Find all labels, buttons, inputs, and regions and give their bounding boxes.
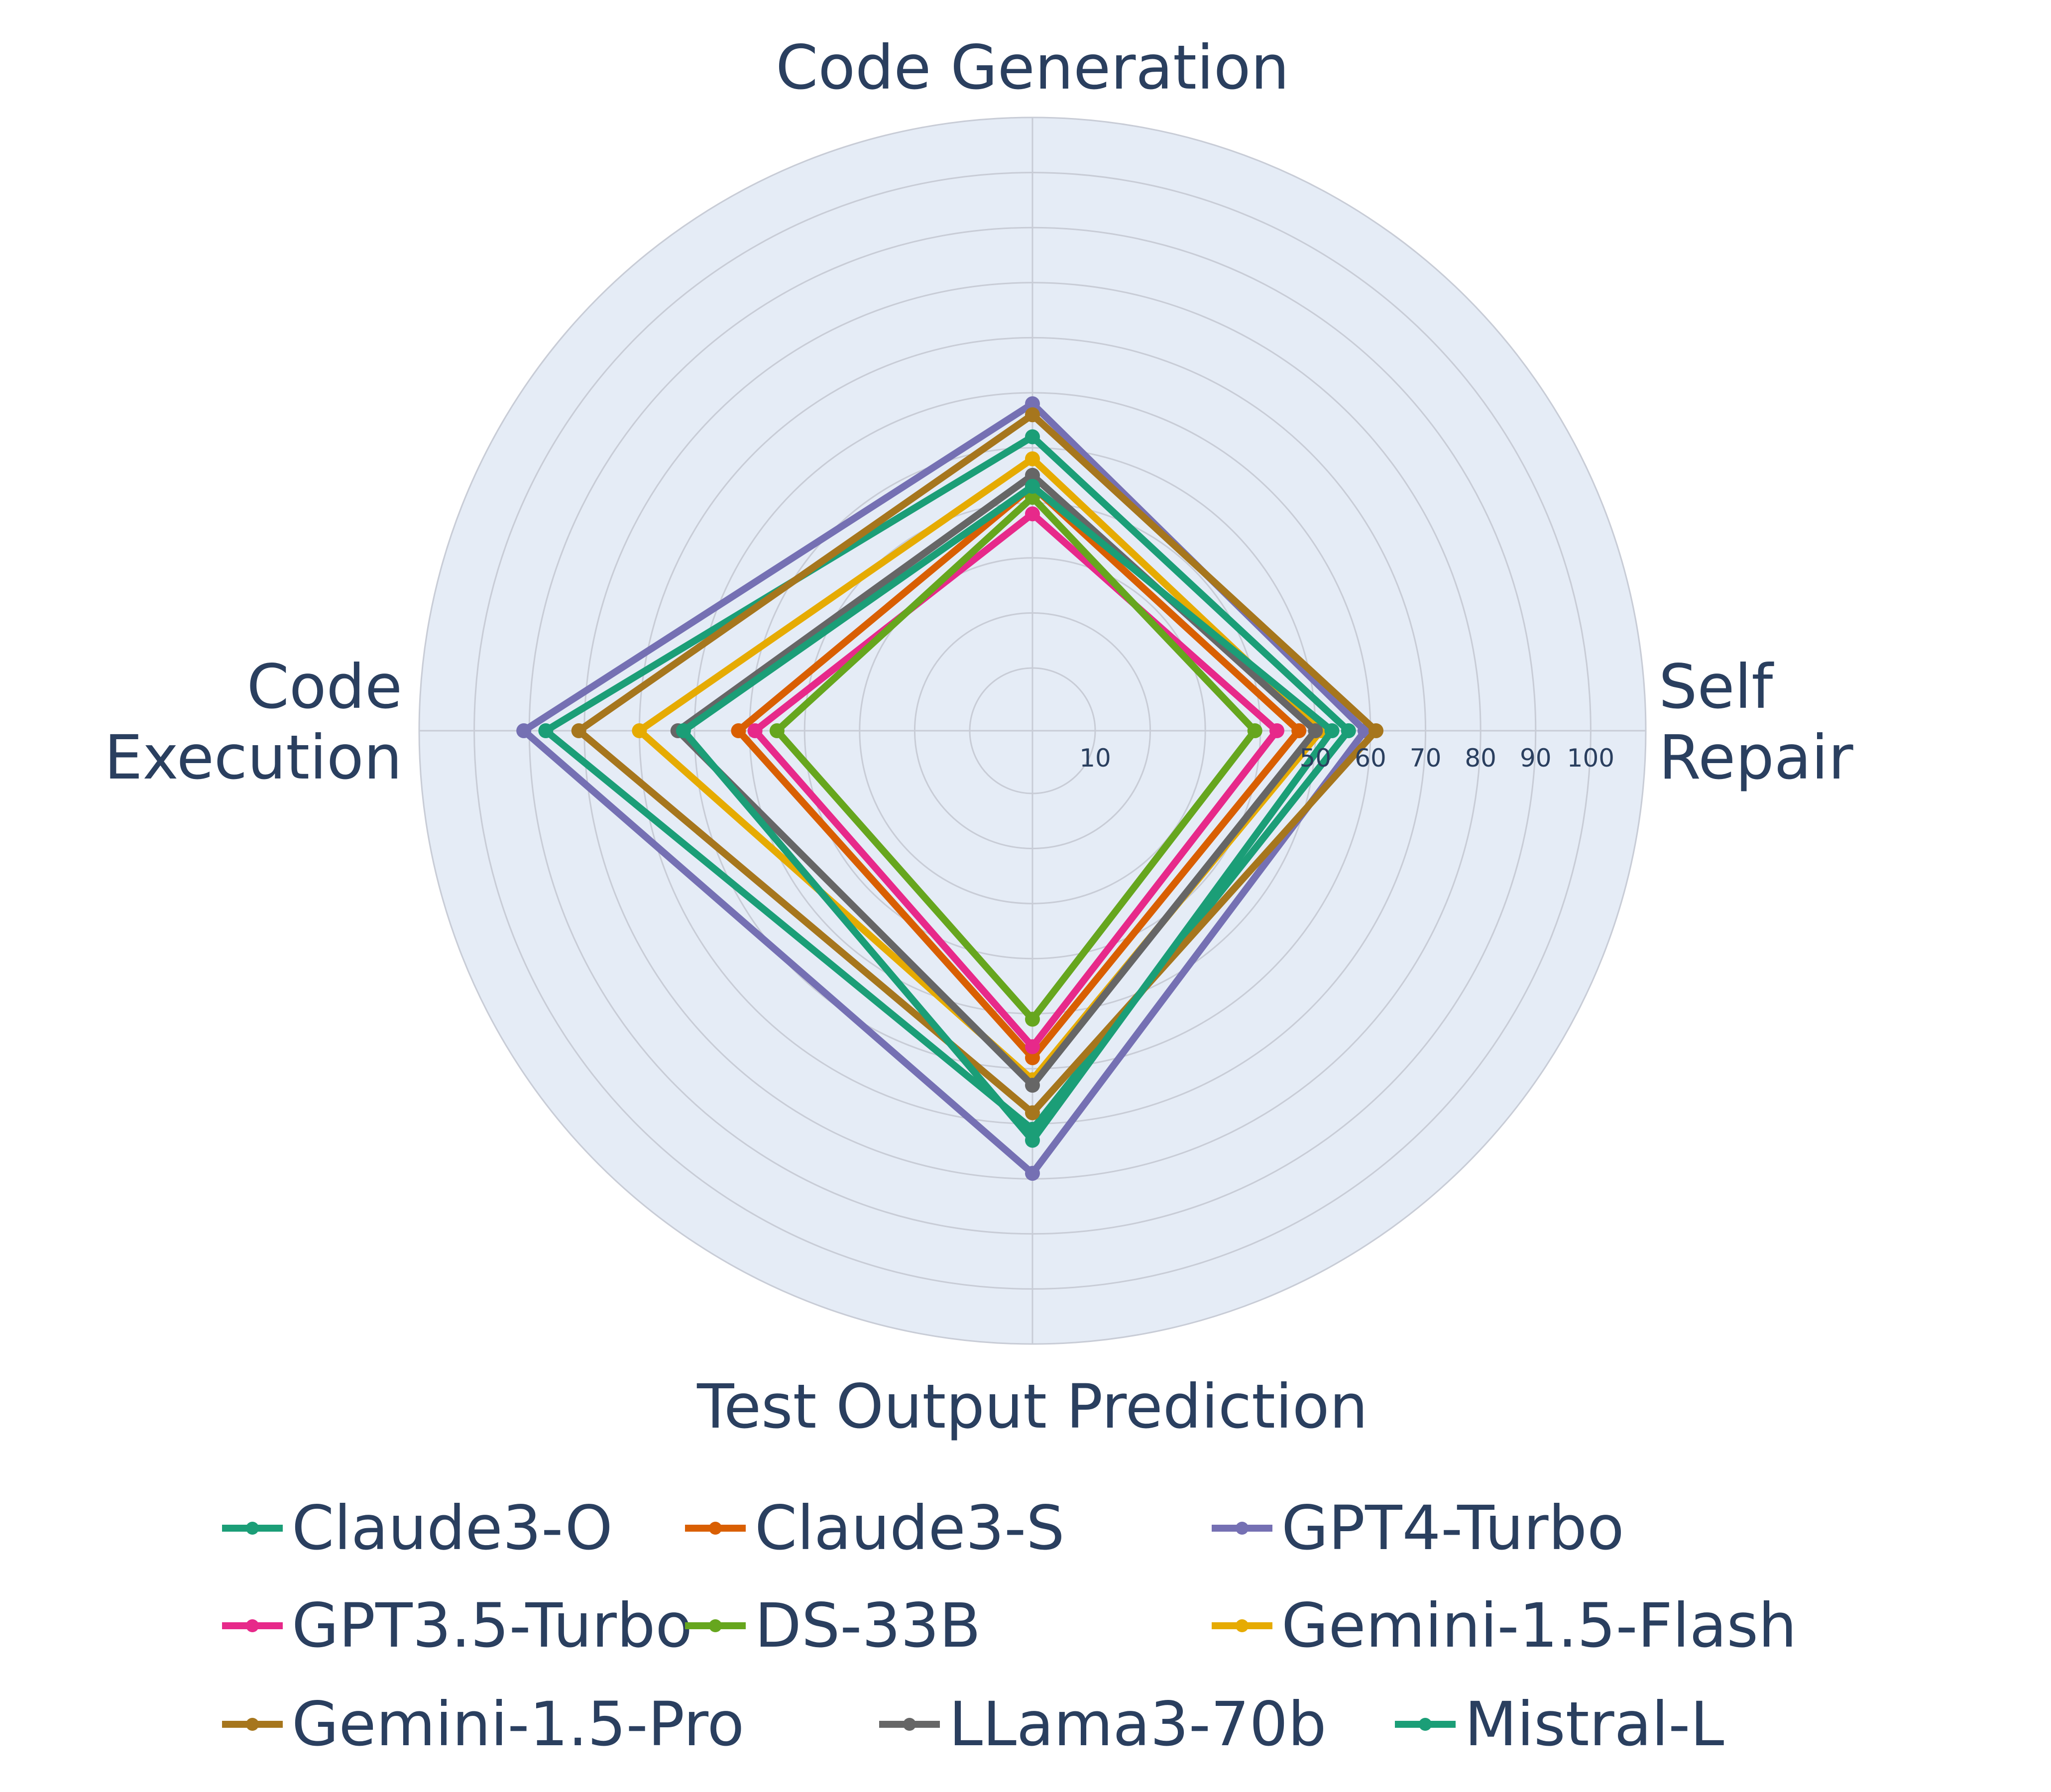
data-point bbox=[1324, 723, 1340, 738]
data-point bbox=[1025, 429, 1040, 445]
data-point bbox=[747, 723, 763, 738]
legend-item-DS-33B[interactable]: DS-33B bbox=[685, 1590, 981, 1661]
data-point bbox=[538, 723, 554, 738]
legend-label: GPT3.5-Turbo bbox=[292, 1590, 692, 1661]
data-point bbox=[1025, 451, 1040, 466]
data-point bbox=[1025, 1078, 1040, 1093]
radial-tick-label: 70 bbox=[1410, 744, 1442, 773]
legend-item-Gemini-1.5-Pro[interactable]: Gemini-1.5-Pro bbox=[222, 1689, 744, 1760]
data-point bbox=[676, 723, 691, 738]
data-point bbox=[769, 723, 785, 738]
legend-item-Claude3-O[interactable]: Claude3-O bbox=[222, 1493, 613, 1564]
legend-label: LLama3-70b bbox=[949, 1689, 1327, 1760]
data-point bbox=[1025, 479, 1040, 494]
legend-item-LLama3-70b[interactable]: LLama3-70b bbox=[879, 1689, 1327, 1760]
data-point bbox=[1025, 1039, 1040, 1054]
legend-marker bbox=[1236, 1619, 1249, 1632]
legend-marker bbox=[246, 1619, 259, 1632]
legend-item-Claude3-S[interactable]: Claude3-S bbox=[685, 1493, 1065, 1564]
legend-label: Claude3-O bbox=[292, 1493, 613, 1564]
radial-tick-label: 10 bbox=[1079, 744, 1111, 773]
data-point bbox=[1341, 723, 1356, 738]
legend-label: Mistral-L bbox=[1465, 1689, 1724, 1760]
legend-marker bbox=[246, 1718, 259, 1731]
radial-tick-label: 100 bbox=[1567, 744, 1614, 773]
legend-label: GPT4-Turbo bbox=[1281, 1493, 1624, 1564]
legend-item-Mistral-L[interactable]: Mistral-L bbox=[1395, 1689, 1724, 1760]
series-DS-33B bbox=[769, 490, 1262, 1027]
legend-marker bbox=[1236, 1522, 1249, 1535]
legend: Claude3-O Claude3-S GPT4-TurboGPT3.5-Turbo… bbox=[222, 1493, 1797, 1760]
data-point bbox=[1269, 723, 1284, 738]
legend-item-Gemini-1.5-Flash[interactable]: Gemini-1.5-Flash bbox=[1212, 1590, 1797, 1661]
legend-marker bbox=[709, 1619, 722, 1632]
axis-label-test_output_prediction: Test Output Prediction bbox=[696, 1371, 1368, 1442]
data-point bbox=[1368, 723, 1384, 738]
data-point bbox=[1025, 467, 1040, 483]
series-lines bbox=[516, 396, 1384, 1181]
data-point bbox=[1025, 396, 1040, 412]
data-point bbox=[1025, 407, 1040, 423]
legend-label: Gemini-1.5-Pro bbox=[292, 1689, 744, 1760]
legend-label: Claude3-S bbox=[755, 1493, 1065, 1564]
data-point bbox=[1308, 723, 1323, 738]
data-point bbox=[731, 723, 746, 738]
series-Mistral-L bbox=[676, 479, 1340, 1148]
legend-item-GPT4-Turbo[interactable]: GPT4-Turbo bbox=[1212, 1493, 1624, 1564]
data-point bbox=[1247, 723, 1262, 738]
radial-tick-label: 50 bbox=[1300, 744, 1332, 773]
legend-label: DS-33B bbox=[755, 1590, 981, 1661]
data-point bbox=[1025, 1105, 1040, 1120]
series-GPT3.5-Turbo bbox=[747, 506, 1284, 1054]
data-point bbox=[516, 723, 532, 738]
data-point bbox=[632, 723, 647, 738]
radial-tick-label: 60 bbox=[1355, 744, 1386, 773]
series-LLama3-70b bbox=[670, 467, 1323, 1093]
radial-tick-labels: 10 50 60 70 80 90 100 bbox=[1079, 744, 1614, 773]
legend-item-GPT3.5-Turbo[interactable]: GPT3.5-Turbo bbox=[222, 1590, 692, 1661]
data-point bbox=[571, 723, 586, 738]
legend-label: Gemini-1.5-Flash bbox=[1281, 1590, 1797, 1661]
data-point bbox=[1291, 723, 1307, 738]
legend-marker bbox=[709, 1522, 722, 1535]
legend-marker bbox=[903, 1718, 916, 1731]
radial-tick-label: 80 bbox=[1465, 744, 1496, 773]
data-point bbox=[1025, 1011, 1040, 1027]
series-Gemini-1.5-Pro bbox=[571, 407, 1384, 1120]
data-point bbox=[1025, 1132, 1040, 1148]
data-point bbox=[1025, 1050, 1040, 1065]
radial-tick-label: 90 bbox=[1520, 744, 1552, 773]
data-point bbox=[1025, 506, 1040, 522]
axis-label-code_generation: Code Generation bbox=[776, 32, 1289, 103]
data-point bbox=[1025, 1166, 1040, 1181]
legend-marker bbox=[1419, 1718, 1432, 1731]
legend-marker bbox=[246, 1522, 259, 1535]
